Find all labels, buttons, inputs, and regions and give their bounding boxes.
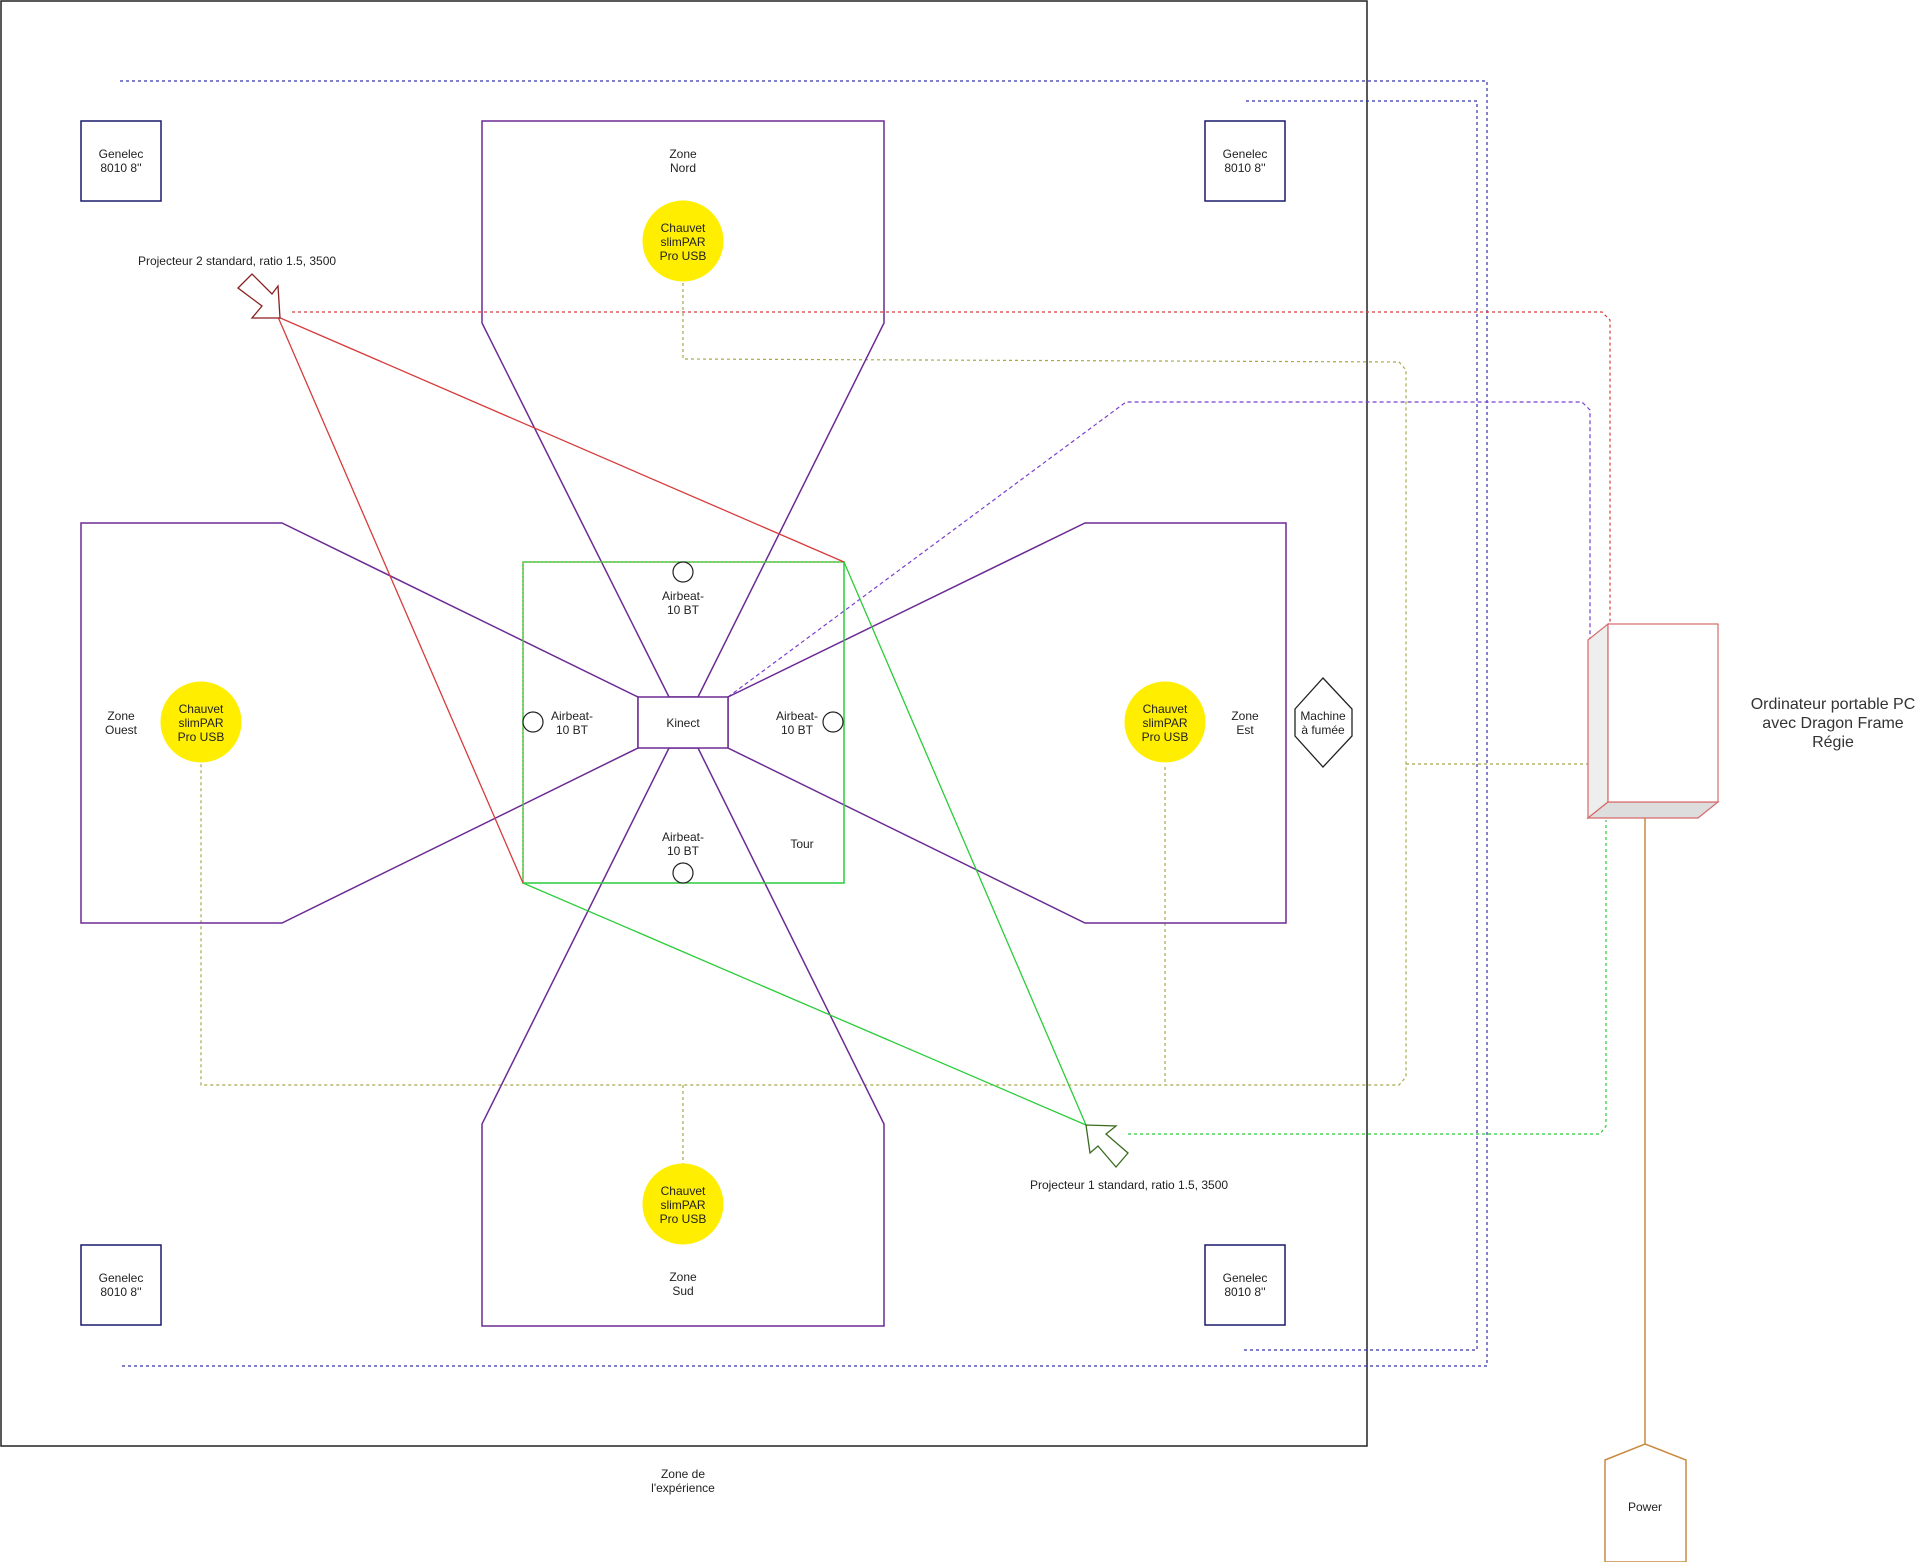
projector-2-label: Projecteur 2 standard, ratio 1.5, 3500 bbox=[138, 254, 336, 268]
kinect-box bbox=[637, 696, 729, 749]
airbeat-left-icon bbox=[522, 711, 544, 733]
projector-1-label: Projecteur 1 standard, ratio 1.5, 3500 bbox=[1030, 1178, 1228, 1192]
kinect-label: Kinect bbox=[666, 716, 700, 730]
genelec-bottom-right-box bbox=[1204, 1244, 1286, 1326]
airbeat-right-label: Airbeat-10 BT bbox=[776, 709, 818, 737]
laptop-box bbox=[1586, 622, 1720, 820]
chauvet-est-light bbox=[1124, 681, 1206, 763]
genelec-top-right-box bbox=[1204, 120, 1286, 202]
projector-1-cable bbox=[1128, 820, 1607, 1135]
projector-2-arrow bbox=[237, 273, 281, 319]
kinect-cable bbox=[727, 401, 1591, 698]
airbeat-right-icon bbox=[822, 711, 844, 733]
genelec-top-left-box bbox=[80, 120, 162, 202]
projector-1-arrow bbox=[1085, 1124, 1129, 1168]
projector-2-cable bbox=[292, 311, 1611, 640]
projector-1-beam bbox=[522, 561, 1087, 1126]
experience-zone-frame bbox=[0, 0, 1368, 1447]
tour-label: Tour bbox=[790, 837, 813, 851]
chauvet-nord-light bbox=[642, 200, 724, 282]
light-cables bbox=[200, 283, 1588, 1164]
projector-2-beam bbox=[277, 316, 845, 884]
airbeat-left-label: Airbeat-10 BT bbox=[551, 709, 593, 737]
speaker-cables bbox=[120, 80, 1488, 1367]
airbeat-bottom-icon bbox=[672, 862, 694, 884]
light-cable-nord bbox=[200, 283, 1407, 1086]
airbeat-bottom-label: Airbeat-10 BT bbox=[662, 830, 704, 858]
chauvet-sud-light bbox=[642, 1163, 724, 1245]
smoke-machine-shape bbox=[1294, 677, 1353, 768]
airbeat-top-icon bbox=[672, 561, 694, 583]
chauvet-ouest-light bbox=[160, 681, 242, 763]
power-shape bbox=[1604, 1443, 1687, 1562]
speaker-cable-top-right bbox=[1244, 100, 1478, 1351]
power-label: Power bbox=[1628, 1500, 1662, 1514]
airbeat-top-label: Airbeat-10 BT bbox=[662, 589, 704, 617]
genelec-bottom-left-box bbox=[80, 1244, 162, 1326]
